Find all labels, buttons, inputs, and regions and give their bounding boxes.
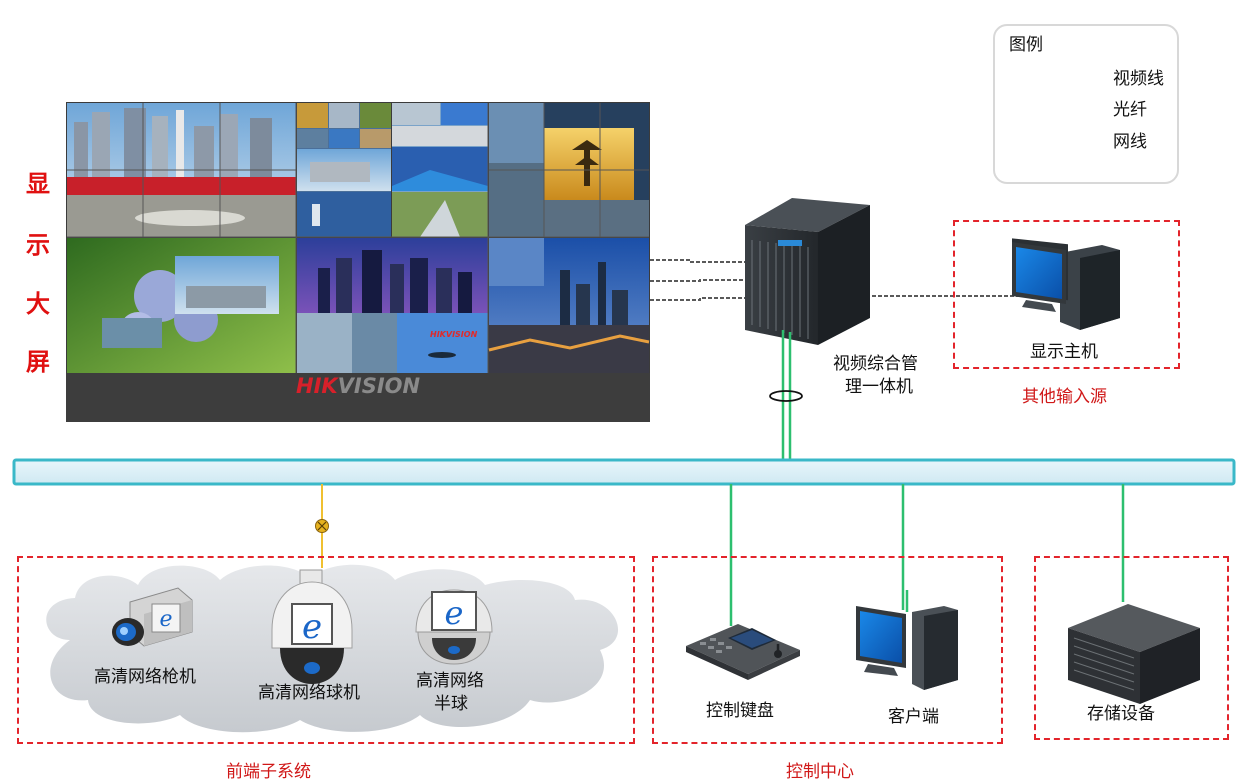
display-title-char-2: 示	[26, 231, 50, 259]
legend-label-fiber: 光纤	[1113, 100, 1147, 120]
central-machine-label-1: 视频综合管	[833, 354, 918, 374]
bullet-camera-label: 高清网络枪机	[94, 667, 196, 687]
half-dome-camera: e	[415, 589, 493, 665]
wall-brand-logo: HIKVISION	[296, 374, 420, 398]
bullet-camera: e	[112, 587, 193, 647]
tile-brand-logo: HIKVISION	[430, 330, 478, 339]
brand-vision: VISION	[337, 374, 421, 398]
control-keyboard	[686, 624, 800, 680]
display-host-label: 显示主机	[1030, 342, 1098, 362]
fiber-line	[315, 484, 329, 568]
svg-text:e: e	[445, 594, 464, 632]
svg-text:e: e	[159, 607, 172, 632]
client-label: 客户端	[888, 707, 939, 727]
half-dome-label-2: 半球	[434, 694, 468, 714]
storage-device-label: 存储设备	[1087, 704, 1155, 724]
dome-camera: e	[271, 569, 353, 684]
legend-box: 图例 视频线 光纤 网线	[993, 24, 1179, 184]
other-input-group-box	[953, 220, 1180, 369]
storage-group-box	[1034, 556, 1229, 740]
central-machine-label-2: 理一体机	[845, 377, 913, 397]
half-dome-label-1: 高清网络	[416, 671, 484, 691]
front-end-group-label: 前端子系统	[226, 762, 311, 782]
front-end-group-box	[17, 556, 635, 744]
video-lines	[650, 259, 1022, 301]
network-bus	[12, 458, 1236, 486]
legend-title: 图例	[1009, 35, 1043, 55]
dome-camera-label: 高清网络球机	[258, 683, 360, 703]
legend-label-video: 视频线	[1113, 69, 1164, 89]
display-title-char-3: 大	[26, 290, 50, 318]
control-keyboard-label: 控制键盘	[706, 701, 774, 721]
network-drops	[729, 484, 1125, 626]
display-host-pc	[1012, 238, 1120, 330]
central-management-machine	[745, 198, 870, 345]
video-wall	[66, 102, 650, 422]
svg-text:e: e	[302, 607, 322, 647]
machine-uplink	[769, 330, 803, 460]
control-center-group-box	[652, 556, 1003, 744]
storage-device	[1068, 604, 1200, 704]
display-title-char-4: 屏	[26, 348, 50, 376]
client-pc	[856, 606, 958, 690]
legend-label-network: 网线	[1113, 132, 1147, 152]
other-input-group-label: 其他输入源	[1022, 387, 1107, 407]
control-center-group-label: 控制中心	[786, 762, 854, 782]
display-title-char-1: 显	[26, 170, 50, 198]
brand-hik: HIK	[296, 374, 338, 398]
